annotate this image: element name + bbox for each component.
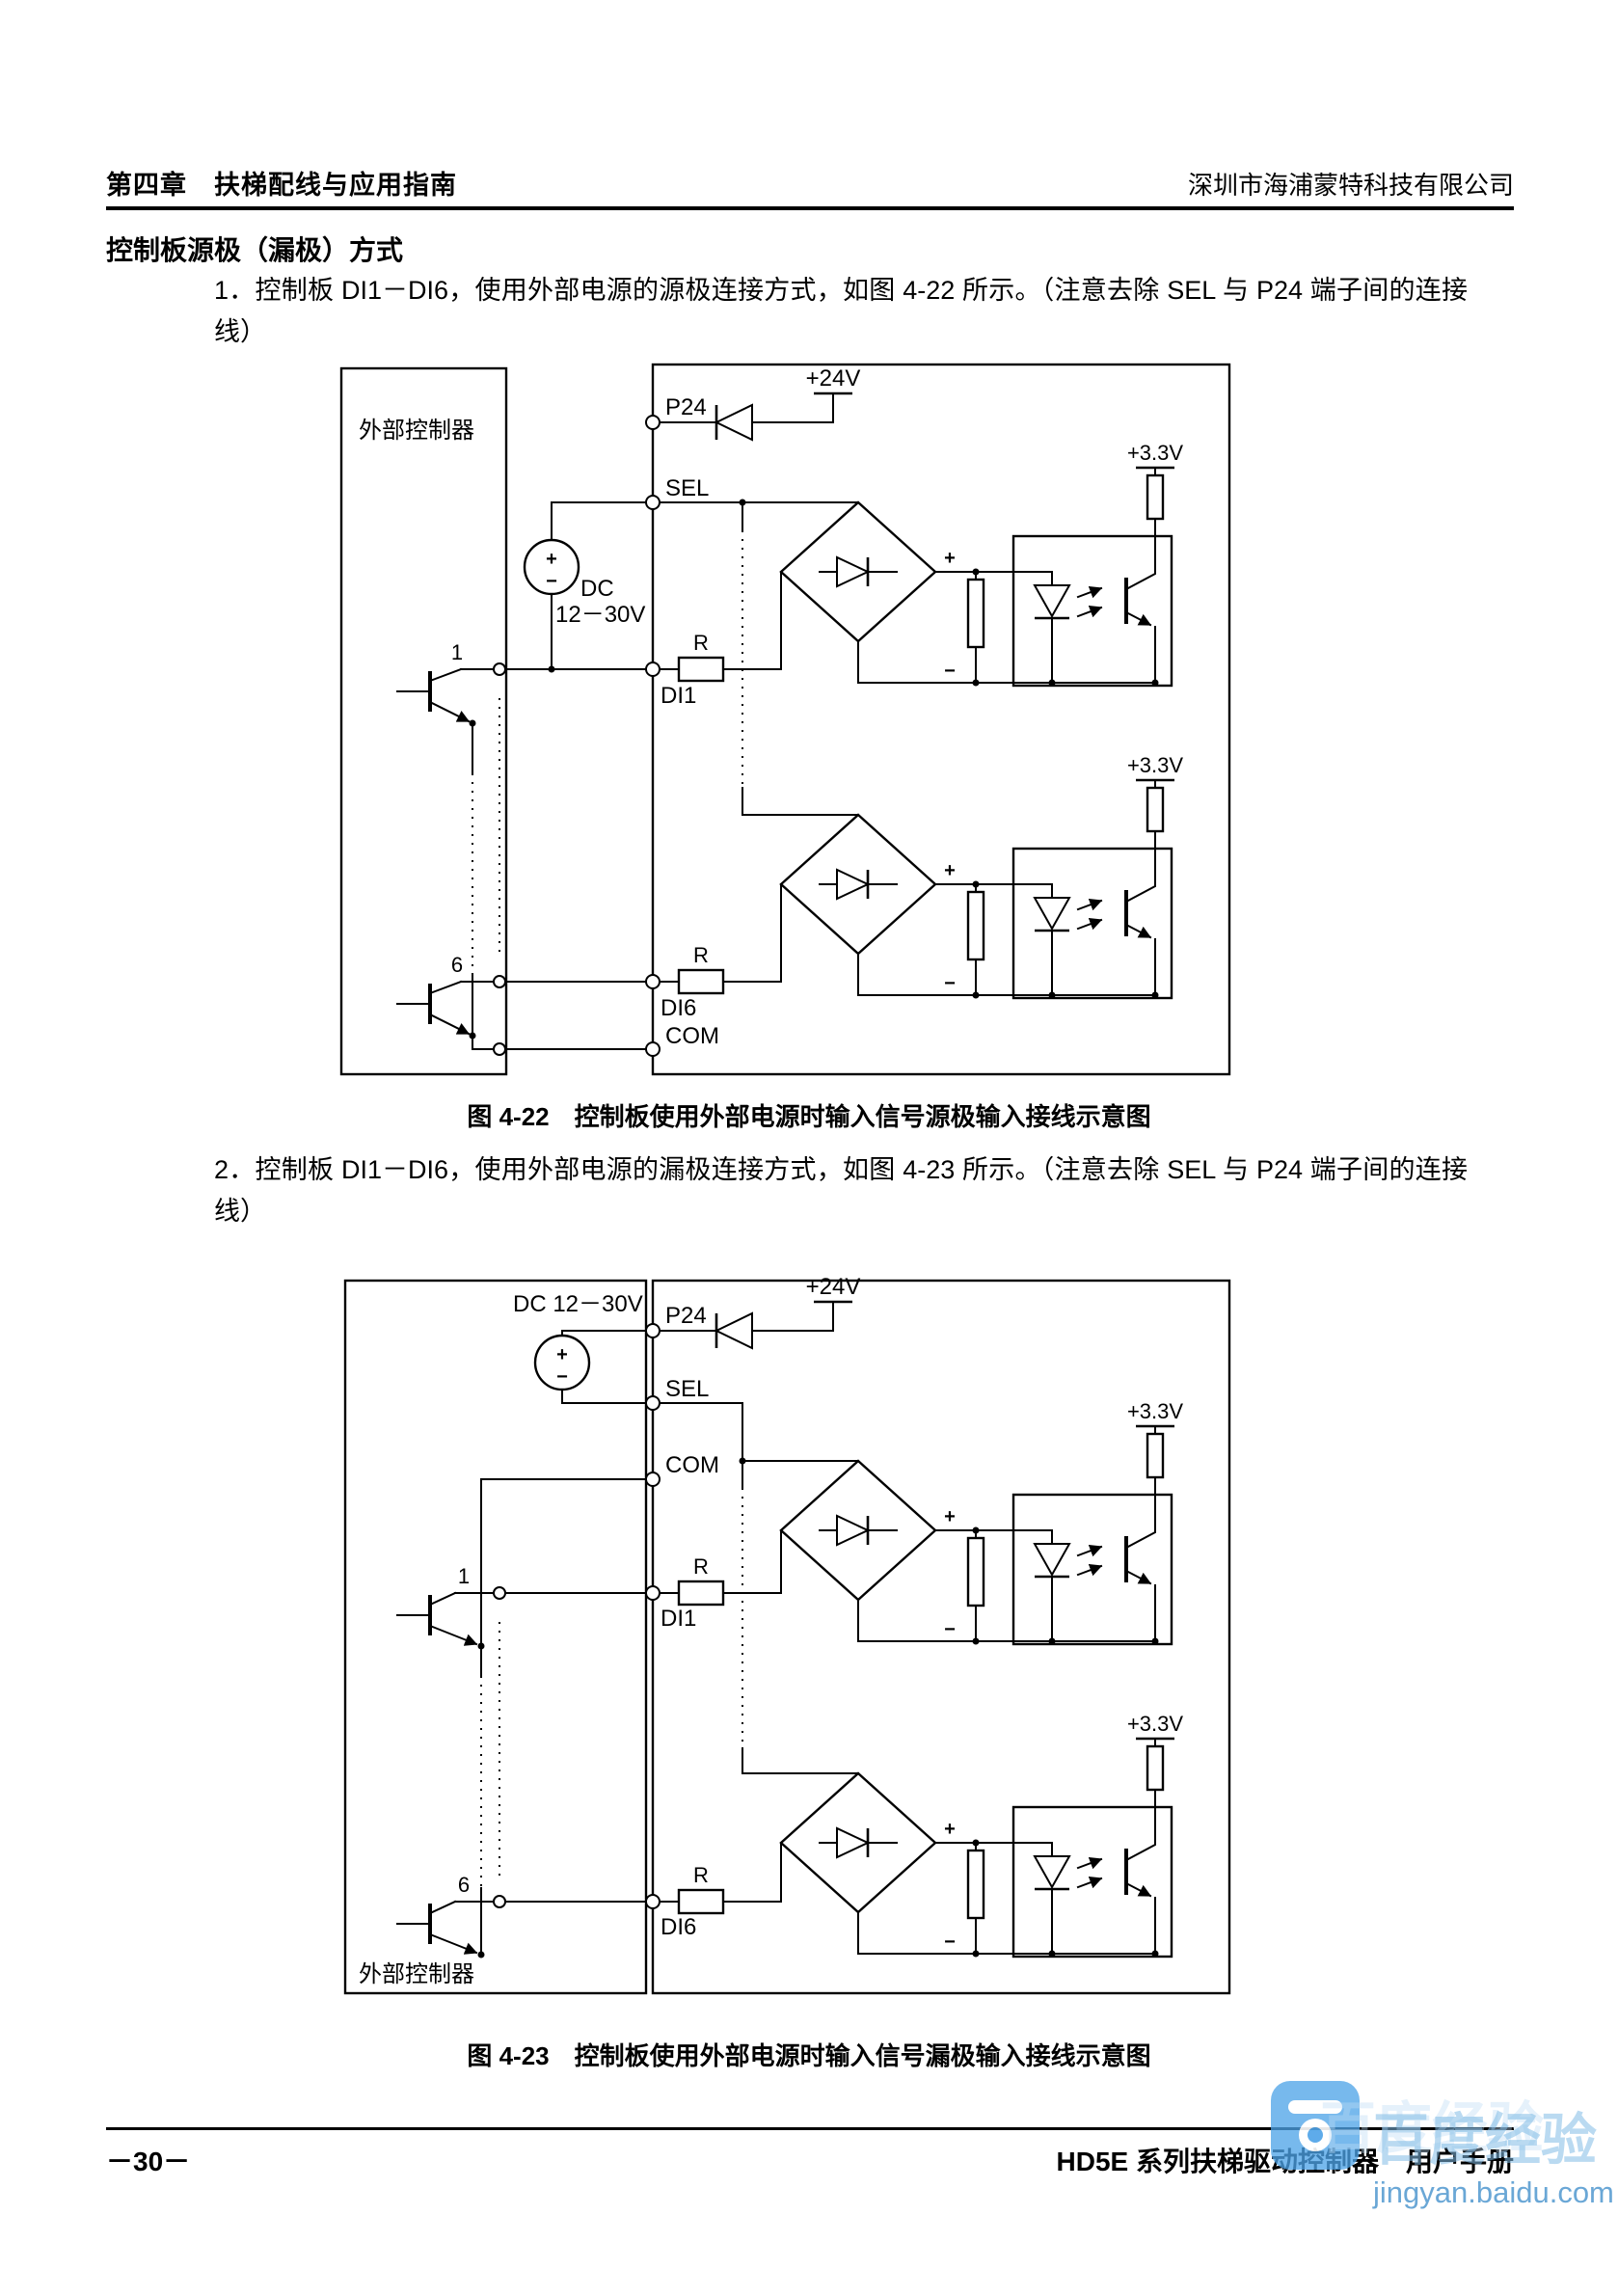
header-divider	[106, 206, 1514, 210]
terminal-sel	[645, 495, 661, 510]
r1-label: R	[693, 1554, 709, 1579]
di1-series-resistor	[677, 656, 725, 683]
figure-4-22-caption: 图 4-22 控制板使用外部电源时输入信号源极输入接线示意图	[467, 1102, 1151, 1131]
figure-4-23: DC 12－30V + − P24 +24V SEL COM 1 6 R R D…	[337, 1271, 1244, 2009]
terminal-p24	[645, 415, 661, 430]
node-di1	[493, 1586, 506, 1600]
v24-label: +24V	[806, 1274, 861, 1300]
transistor6-label: 6	[458, 1873, 470, 1897]
external-transistor-6	[396, 1900, 478, 1955]
dc-minus-label: −	[556, 1366, 568, 1388]
footer-divider	[106, 2127, 1514, 2130]
external-controller-box	[343, 1279, 648, 1995]
transistor6-label: 6	[451, 953, 463, 977]
figure-4-22: + −	[337, 359, 1244, 1092]
p24-label: P24	[665, 394, 707, 420]
external-controller-box	[339, 366, 508, 1076]
node-di6	[493, 1895, 506, 1908]
figure-4-23-caption: 图 4-23 控制板使用外部电源时输入信号漏极输入接线示意图	[467, 2041, 1151, 2070]
dc-label: DC	[580, 576, 614, 602]
page-number: －30－	[106, 2147, 191, 2176]
terminal-com	[645, 1472, 661, 1487]
terminal-di1	[645, 662, 661, 677]
node-di1	[493, 662, 506, 676]
external-controller-label: 外部控制器	[359, 1961, 474, 1987]
com-label: COM	[665, 1452, 719, 1478]
paragraph-1: 1．控制板 DI1－DI6，使用外部电源的源极连接方式，如图 4-22 所示。（…	[214, 276, 1468, 346]
node-di6	[493, 975, 506, 988]
sel-label: SEL	[665, 1376, 709, 1402]
external-transistor-1	[396, 667, 471, 723]
di6-series-resistor	[677, 1888, 725, 1915]
terminal-com	[645, 1041, 661, 1057]
p24-diode-icon	[714, 403, 753, 442]
r6-label: R	[693, 1863, 709, 1887]
di1-series-resistor	[677, 1580, 725, 1607]
watermark-url: jingyan.baidu.com	[1373, 2175, 1614, 2209]
terminal-di1	[645, 1585, 661, 1601]
external-controller-label: 外部控制器	[359, 418, 474, 444]
fig2-wiring	[343, 1279, 1231, 1995]
p24-label: P24	[665, 1303, 707, 1329]
dc-plus-label: +	[546, 549, 557, 570]
sel-label: SEL	[665, 475, 709, 501]
di6-series-resistor	[677, 968, 725, 995]
transistor1-label: 1	[458, 1564, 470, 1588]
fig1-wiring	[339, 363, 1231, 1076]
terminal-p24	[645, 1323, 661, 1338]
fig1-labels: 外部控制器 P24 +24V SEL + − DC 12－30V 1 6 R R…	[359, 365, 860, 1049]
node-com	[493, 1042, 506, 1056]
p24-diode-icon	[714, 1311, 753, 1350]
terminal-di6	[645, 1894, 661, 1909]
di6-label: DI6	[661, 995, 696, 1021]
company-name: 深圳市海浦蒙特科技有限公司	[1187, 171, 1514, 200]
r1-label: R	[693, 631, 709, 655]
external-transistor-6	[396, 980, 471, 1036]
r6-label: R	[693, 943, 709, 967]
di1-label: DI1	[661, 683, 696, 709]
external-transistor-1	[396, 1591, 478, 1646]
section-title: 控制板源极（漏极）方式	[106, 235, 404, 265]
terminal-sel	[645, 1395, 661, 1411]
di1-label: DI1	[661, 1606, 696, 1632]
watermark-brand: 百度经验	[1373, 2109, 1598, 2172]
fig2-labels: DC 12－30V + − P24 +24V SEL COM 1 6 R R D…	[359, 1274, 860, 1987]
chapter-title: 第四章 扶梯配线与应用指南	[106, 171, 457, 200]
transistor1-label: 1	[451, 640, 463, 664]
dc-minus-label: −	[546, 571, 557, 592]
terminal-di6	[645, 974, 661, 989]
dc-range-label: 12－30V	[555, 602, 645, 628]
baidu-jingyan-logo-icon	[1269, 2079, 1362, 2172]
v24-label: +24V	[806, 365, 861, 392]
com-label: COM	[665, 1023, 719, 1049]
paragraph-2: 2．控制板 DI1－DI6，使用外部电源的漏极连接方式，如图 4-23 所示。（…	[214, 1155, 1468, 1226]
dc-plus-label: +	[556, 1344, 568, 1365]
dc-label: DC 12－30V	[513, 1291, 643, 1317]
di6-label: DI6	[661, 1914, 696, 1940]
